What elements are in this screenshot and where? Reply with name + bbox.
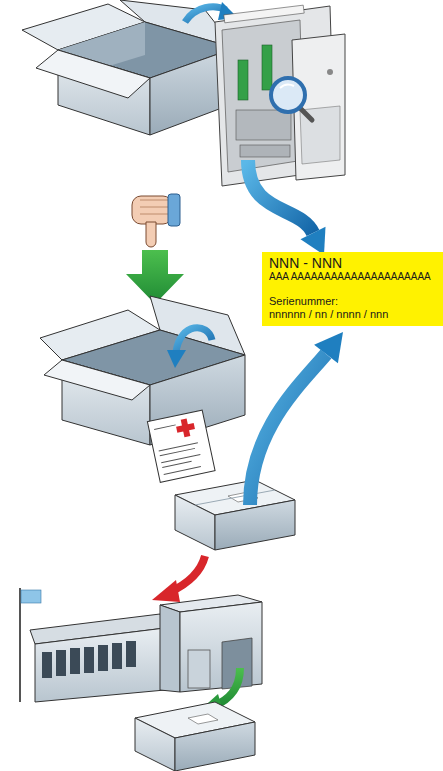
terminal-strip	[224, 5, 304, 23]
window-row-part	[84, 647, 94, 673]
factory-building-part	[180, 602, 262, 692]
replacement-package-part	[135, 718, 175, 771]
device-enclosure-part	[327, 69, 333, 75]
serial-number: nnnnnn / nn / nnnn / nnn	[269, 308, 437, 321]
open-carton	[22, 0, 235, 135]
factory-building-part	[35, 628, 165, 702]
damage-report-part	[176, 423, 195, 433]
serial-arrow-part	[250, 354, 326, 505]
damage-report-part	[147, 410, 215, 482]
device-enclosure-part	[238, 60, 248, 100]
magnifier-symbol-part	[280, 84, 294, 88]
repack-arrow-part	[176, 328, 212, 352]
closed-package-part	[195, 490, 275, 505]
device-enclosure-part	[236, 110, 291, 140]
factory-building-part	[19, 588, 21, 702]
closed-package-part	[175, 495, 215, 550]
device-enclosure-part	[240, 145, 290, 157]
damage-report-part	[154, 421, 203, 474]
window-row-part	[56, 650, 66, 676]
thumbs-down-symbol-part	[146, 222, 156, 247]
repack-arrow	[167, 328, 212, 368]
return-arrow-part	[152, 580, 180, 602]
device-enclosure	[215, 5, 345, 186]
window-row	[42, 641, 136, 678]
thumbs-down-symbol-part	[140, 200, 168, 214]
repack-arrow-part	[167, 350, 186, 368]
factory-building-part	[160, 605, 180, 692]
closed-package	[175, 480, 295, 550]
window-row-part	[98, 645, 108, 671]
serial-arrow-part	[314, 332, 343, 363]
magnifier-symbol	[271, 78, 312, 120]
inspect-arrow-part	[248, 160, 313, 233]
serial-arrow	[250, 332, 343, 505]
terminal-strip-part	[224, 5, 304, 23]
model-name: AAA AAAAAAAAAAAAAAAAAAAAA	[269, 271, 437, 283]
thumbs-down-symbol	[132, 194, 180, 247]
serial-heading: Serienummer:	[269, 295, 437, 308]
magnifier-symbol-part	[271, 78, 305, 112]
repack-carton-part	[44, 360, 150, 400]
device-enclosure-part	[300, 106, 340, 164]
window-row-part	[42, 652, 52, 678]
type-label: NNN - NNNAAA AAAAAAAAAAAAAAAAAAAAA Serien…	[262, 252, 443, 326]
replacement-package-part	[188, 714, 218, 724]
factory-building-part	[21, 590, 41, 603]
window-row-part	[112, 643, 122, 669]
replacement-package	[135, 702, 255, 771]
device-enclosure-part	[262, 45, 272, 90]
factory-building-part	[188, 650, 210, 688]
closed-package-part	[215, 500, 295, 550]
open-carton-part	[36, 50, 150, 98]
window-row-part	[70, 648, 80, 674]
magnifier-symbol-part	[300, 108, 312, 120]
return-arrow	[152, 556, 205, 602]
window-row-part	[126, 641, 136, 667]
factory-building	[20, 588, 262, 702]
damage-report	[147, 410, 215, 482]
thumbs-down-symbol-part	[132, 196, 172, 224]
inspect-arrow-part	[301, 227, 326, 255]
model-code: NNN - NNN	[269, 256, 437, 271]
replacement-package-part	[175, 722, 255, 771]
inspect-arrow	[248, 160, 326, 255]
damage-arrow-part	[126, 250, 184, 304]
thumbs-down-symbol-part	[168, 194, 180, 226]
repack-carton	[40, 296, 245, 445]
damage-arrow	[126, 250, 184, 304]
